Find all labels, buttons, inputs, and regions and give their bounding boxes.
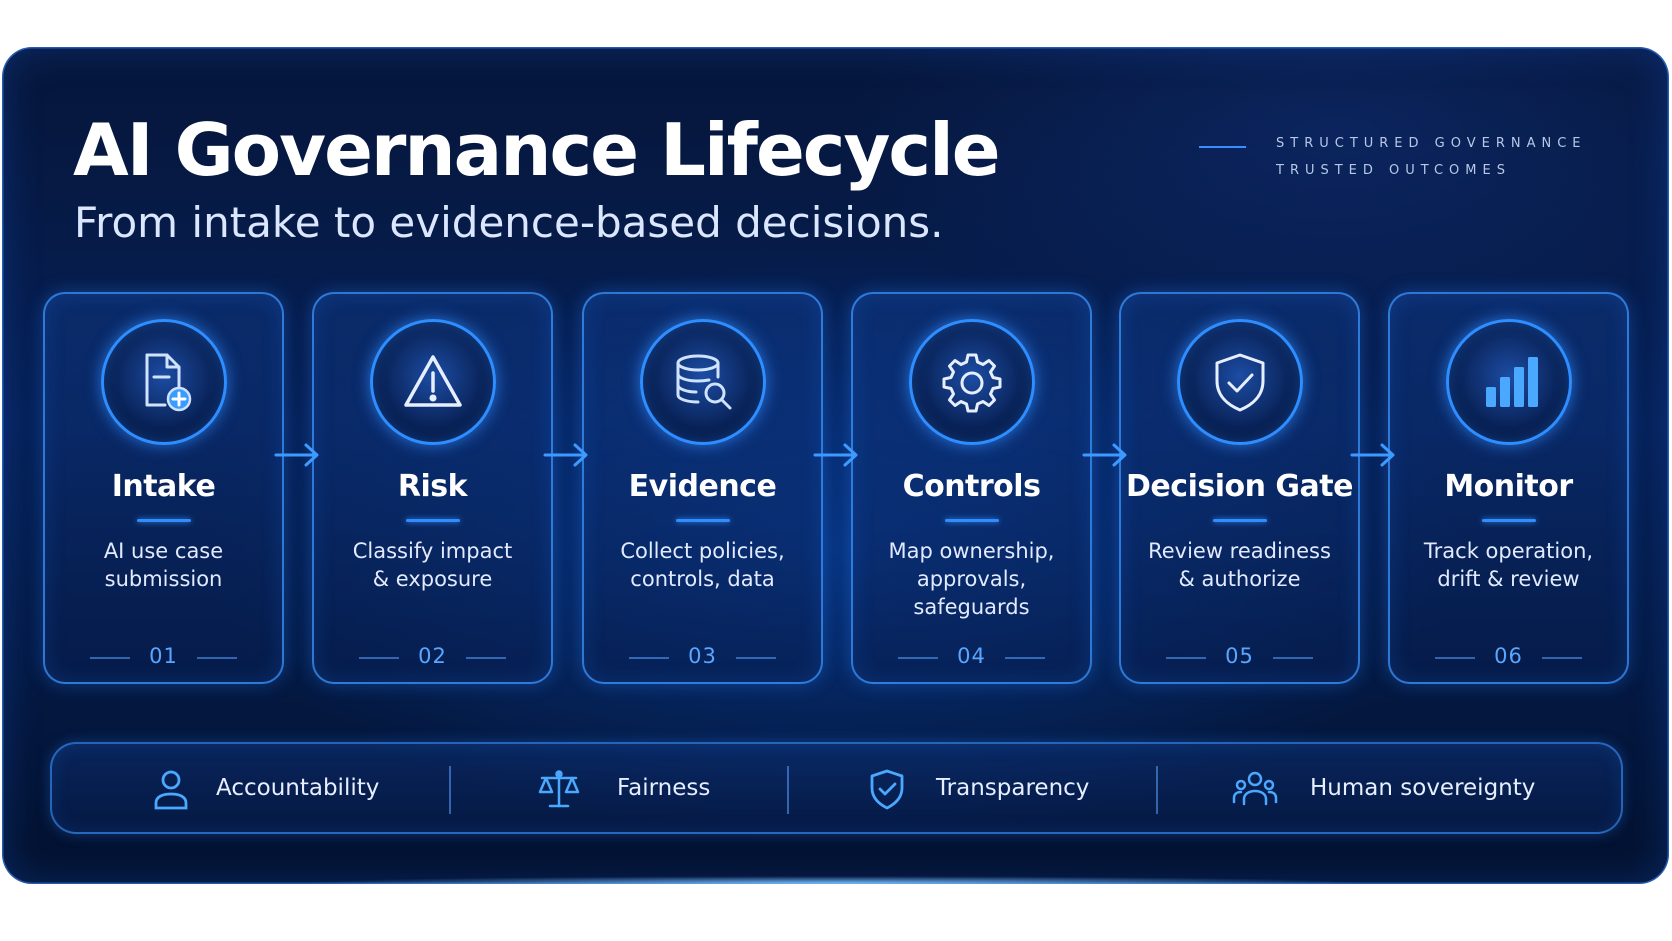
stage-description: AI use case submission [103,539,224,591]
scales-icon [538,770,580,808]
stage-card-controls: Controls Map ownership, approvals, safeg… [851,292,1092,684]
controls-icon-circle [908,319,1035,445]
number-line-left [1166,657,1206,659]
tagline-trusted-outcomes: TRUSTED OUTCOMES [1276,163,1511,178]
stage-description: Track operation, drift & review [1423,539,1594,591]
person-icon [154,770,188,810]
monitor-icon-circle [1445,319,1572,445]
people-group-icon [1232,771,1278,806]
bar-chart-icon [1485,357,1538,407]
principle-label: Fairness [617,775,711,801]
risk-icon-circle [369,319,496,445]
number-line-left [90,657,130,659]
principle-label: Transparency [936,775,1090,801]
arrow-right-icon [1082,443,1127,467]
database-search-icon [676,354,731,410]
stage-title: Decision Gate [1126,469,1353,504]
principles-divider [1156,766,1158,814]
number-line-left [898,657,938,659]
stage-description: Review readiness & authorize [1148,539,1331,591]
stage-title: Evidence [628,469,777,504]
principles-divider [449,766,451,814]
stage-title: Intake [111,469,216,504]
stage-title-underline [136,519,191,522]
stage-number: 06 [1494,644,1523,668]
document-add-icon [145,353,191,412]
page-subtitle: From intake to evidence-based decisions. [74,198,944,247]
arrow-right-icon [1350,443,1395,467]
principles-divider [787,766,789,814]
arrow-right-icon [274,443,319,467]
tagline-structured-governance: STRUCTURED GOVERNANCE [1276,136,1587,151]
stage-description: Map ownership, approvals, safeguards [888,539,1055,619]
stage-number: 01 [149,644,178,668]
shield-check-icon [870,769,904,810]
shield-check-icon [1215,353,1264,412]
tagline-accent-line [1199,146,1246,148]
stage-description: Collect policies, controls, data [620,539,785,591]
stage-card-intake: Intake AI use case submission 01 [43,292,284,684]
stage-number: 02 [418,644,447,668]
gear-icon [942,353,1001,413]
principle-label: Accountability [216,775,380,801]
stage-number: 05 [1225,644,1254,668]
number-line-right [197,657,237,659]
warning-icon [403,355,462,407]
stage-number: 04 [957,644,986,668]
stage-description: Classify impact & exposure [352,539,513,591]
number-line-right [1542,657,1582,659]
number-line-left [359,657,399,659]
intake-icon-circle [100,319,227,445]
arrow-right-icon [813,443,858,467]
decision-gate-icon-circle [1176,319,1303,445]
stage-card-risk: Risk Classify impact & exposure 02 [312,292,553,684]
page-title: AI Governance Lifecycle [73,108,1001,192]
stage-title-underline [1212,519,1267,522]
principles-bar: Accountability Fairness Transparency [50,742,1623,834]
arrow-right-icon [543,443,588,467]
stage-title-underline [675,519,730,522]
stage-card-evidence: Evidence Collect policies, controls, dat… [582,292,823,684]
stage-title-underline [944,519,999,522]
bottom-glow [302,876,1369,884]
evidence-icon-circle [639,319,766,445]
stage-card-decision-gate: Decision Gate Review readiness & authori… [1119,292,1360,684]
principle-label: Human sovereignty [1310,775,1536,801]
number-line-left [1435,657,1475,659]
number-line-right [736,657,776,659]
stage-title: Monitor [1444,469,1573,504]
stage-title-underline [405,519,460,522]
number-line-left [629,657,669,659]
stage-title: Controls [902,469,1041,504]
stage-number: 03 [688,644,717,668]
stage-title: Risk [397,469,468,504]
number-line-right [466,657,506,659]
stage-card-monitor: Monitor Track operation, drift & review … [1388,292,1629,684]
number-line-right [1005,657,1045,659]
stage-title-underline [1481,519,1536,522]
number-line-right [1273,657,1313,659]
